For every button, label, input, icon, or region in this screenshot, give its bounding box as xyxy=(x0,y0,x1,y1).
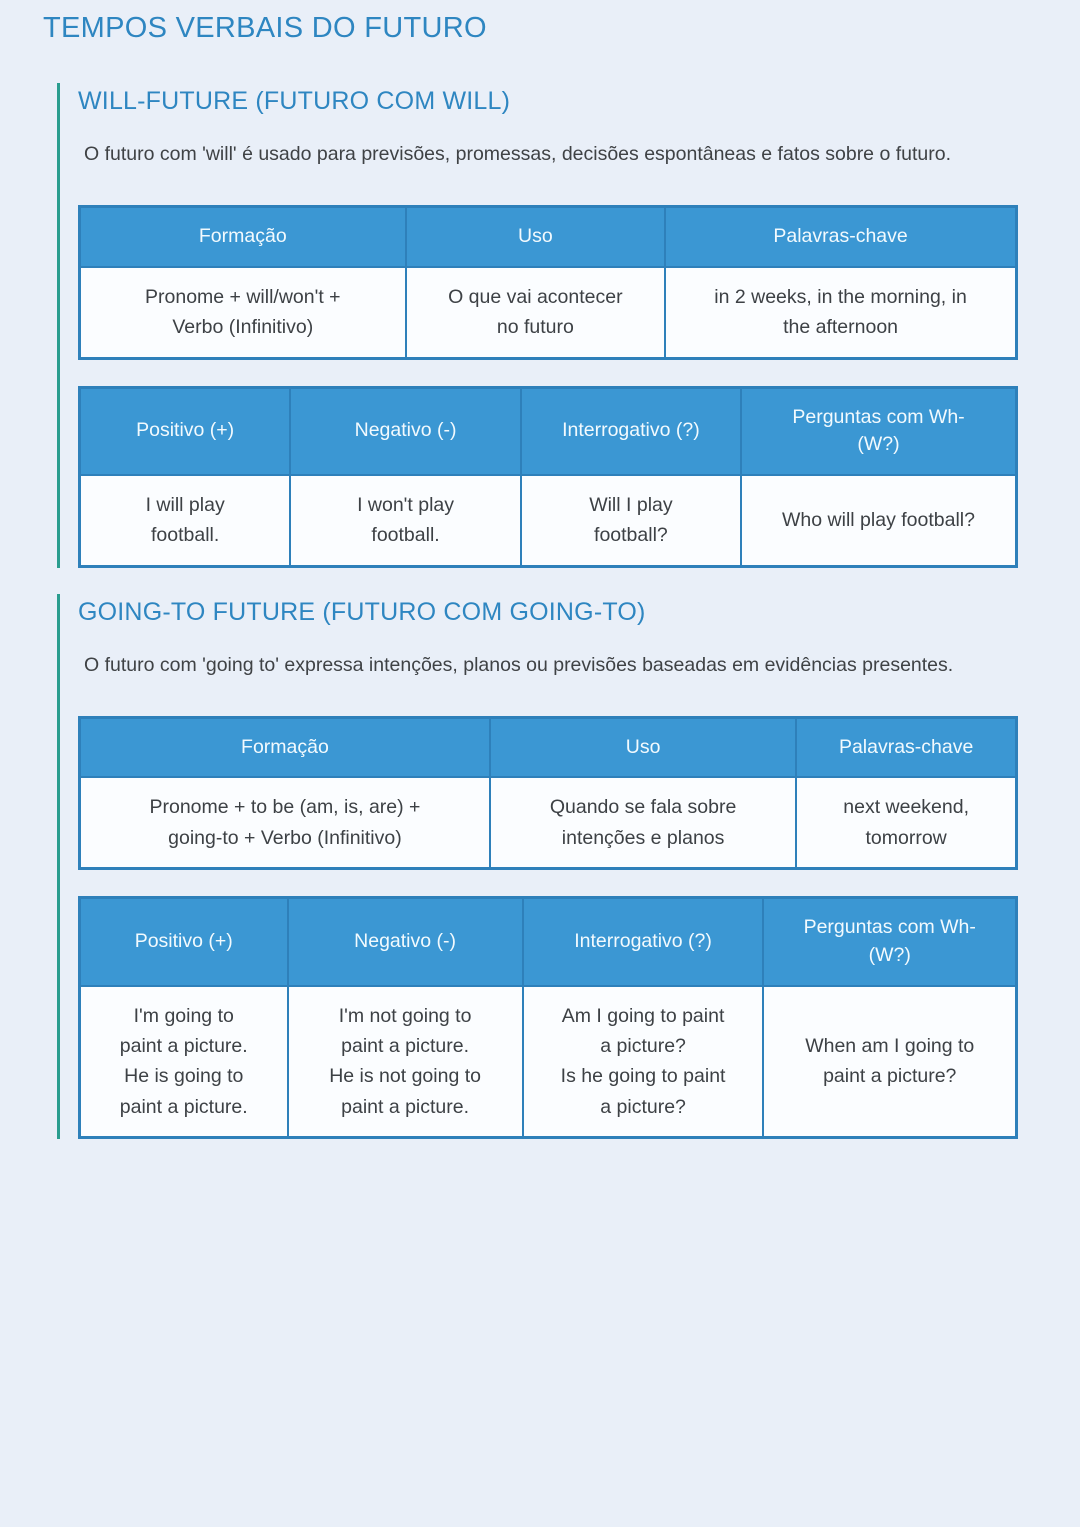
table-cell: Will I play football? xyxy=(519,473,743,568)
table-header-row: Positivo (+)Negativo (-)Interrogativo (?… xyxy=(78,896,1018,987)
section-description-will-future: O futuro com 'will' é usado para previsõ… xyxy=(84,143,951,165)
section-heading-will-future: WILL-FUTURE (FUTURO COM WILL) xyxy=(78,87,511,115)
column-header: Uso xyxy=(488,716,798,779)
table-cell: I'm going to paint a picture. He is goin… xyxy=(78,984,289,1139)
column-header: Negativo (-) xyxy=(286,896,524,987)
column-header: Positivo (+) xyxy=(78,386,292,476)
study-sheet-page: TEMPOS VERBAIS DO FUTURO WILL-FUTURE (FU… xyxy=(43,12,1018,1140)
table-cell: Pronome + will/won't + Verbo (Infinitivo… xyxy=(78,265,407,360)
column-header: Interrogativo (?) xyxy=(521,896,765,987)
going-to-forms-table: Positivo (+)Negativo (-)Interrogativo (?… xyxy=(78,896,1018,1140)
section-heading-going-to-future: GOING-TO FUTURE (FUTURO COM GOING-TO) xyxy=(78,597,646,626)
table-cell: next weekend, tomorrow xyxy=(795,776,1018,870)
table-cell: I won't play football. xyxy=(289,473,522,568)
column-header: Formação xyxy=(78,205,407,268)
section-will-future: WILL-FUTURE (FUTURO COM WILL) O futuro c… xyxy=(57,83,1018,568)
column-header: Palavras-chave xyxy=(795,716,1018,779)
table-cell: O que vai acontecer no futuro xyxy=(404,265,667,360)
will-forms-table: Positivo (+)Negativo (-)Interrogativo (?… xyxy=(78,385,1018,568)
column-header: Perguntas com Wh- (W?) xyxy=(762,896,1018,987)
table-cell: When am I going to paint a picture? xyxy=(762,984,1018,1139)
column-header: Formação xyxy=(78,716,491,779)
column-header: Positivo (+) xyxy=(78,896,289,987)
column-header: Uso xyxy=(404,205,667,268)
table-cell: I will play football. xyxy=(78,473,292,568)
page-title: TEMPOS VERBAIS DO FUTURO xyxy=(43,12,487,44)
column-header: Interrogativo (?) xyxy=(519,386,743,476)
table-row: I will play football.I won't play footba… xyxy=(78,473,1018,568)
table-cell: Am I going to paint a picture? Is he goi… xyxy=(521,984,765,1139)
table-row: Pronome + will/won't + Verbo (Infinitivo… xyxy=(78,265,1018,360)
table-row: I'm going to paint a picture. He is goin… xyxy=(78,984,1018,1139)
section-going-to-future: GOING-TO FUTURE (FUTURO COM GOING-TO) O … xyxy=(57,593,1018,1140)
column-header: Perguntas com Wh- (W?) xyxy=(740,386,1018,476)
column-header: Negativo (-) xyxy=(289,386,522,476)
column-header: Palavras-chave xyxy=(664,205,1018,268)
table-cell: in 2 weeks, in the morning, in the after… xyxy=(664,265,1018,360)
table-cell: I'm not going to paint a picture. He is … xyxy=(286,984,524,1139)
table-row: Pronome + to be (am, is, are) + going-to… xyxy=(78,776,1018,870)
section-description-going-to-future: O futuro com 'going to' expressa intençõ… xyxy=(84,653,954,676)
table-header-row: Positivo (+)Negativo (-)Interrogativo (?… xyxy=(78,386,1018,476)
table-cell: Quando se fala sobre intenções e planos xyxy=(488,776,798,870)
table-cell: Who will play football? xyxy=(740,473,1018,568)
table-cell: Pronome + to be (am, is, are) + going-to… xyxy=(78,776,491,870)
